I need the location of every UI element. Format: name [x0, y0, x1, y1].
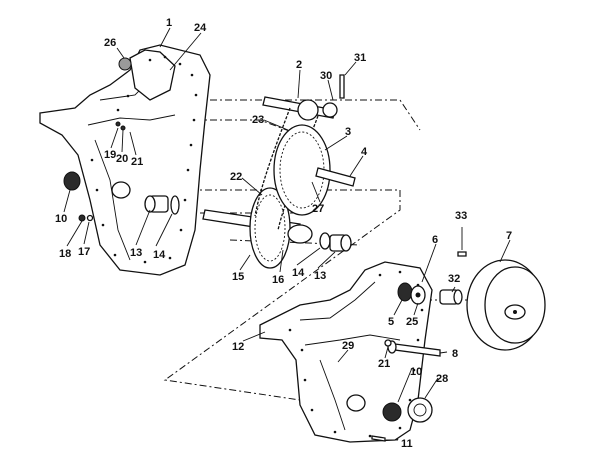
wheel-7: [466, 259, 546, 351]
washer-21-right: [384, 339, 392, 347]
pin-31: [339, 74, 345, 99]
left-housing: [39, 44, 211, 276]
washer-18: [86, 214, 94, 222]
label-27: 27: [312, 203, 324, 215]
label-15: 15: [232, 271, 244, 283]
plug-26: [118, 57, 132, 71]
lower-sprocket-16: [249, 187, 313, 269]
label-1: 1: [166, 17, 172, 29]
label-2: 2: [296, 59, 302, 71]
stub-shaft-4: [315, 167, 356, 187]
label-11: 11: [401, 438, 413, 450]
label-29: 29: [342, 340, 354, 352]
label-22: 22: [230, 171, 242, 183]
label-14b: 14: [292, 267, 305, 279]
label-24: 24: [194, 22, 207, 34]
label-7: 7: [506, 230, 512, 242]
label-16: 16: [272, 274, 284, 286]
label-8: 8: [452, 348, 458, 360]
label-19: 19: [104, 149, 116, 161]
leader-lines: [63, 27, 511, 441]
label-21: 21: [131, 156, 143, 168]
washer-20: [120, 125, 126, 131]
label-23: 23: [252, 114, 264, 126]
cap-28: [407, 397, 433, 423]
housing-bolt-holes: [90, 55, 198, 264]
bushing-cluster-5-25: [397, 282, 426, 305]
label-10: 10: [55, 213, 67, 225]
drive-chain: [254, 107, 319, 231]
screw-19: [115, 121, 121, 127]
part-labels: 1 24 26 2 30 31 23 3 4 22 27 19 20 21 10…: [55, 17, 512, 450]
label-4: 4: [361, 146, 368, 158]
label-28: 28: [436, 373, 448, 385]
label-32: 32: [448, 273, 460, 285]
label-25: 25: [406, 316, 418, 328]
label-20: 20: [116, 153, 128, 165]
label-17: 17: [78, 246, 90, 258]
label-26: 26: [104, 37, 116, 49]
spacer-32: [439, 289, 463, 305]
bearing-13-right: [329, 234, 352, 252]
label-21b: 21: [378, 358, 390, 370]
label-12: 12: [232, 341, 244, 353]
label-13b: 13: [314, 270, 326, 282]
label-31: 31: [354, 52, 366, 64]
label-30: 30: [320, 70, 332, 82]
bearing-13-left: [144, 195, 180, 215]
label-10b: 10: [410, 366, 422, 378]
label-13: 13: [130, 247, 142, 259]
seal-10-left: [63, 171, 81, 191]
label-18: 18: [59, 248, 71, 260]
label-5: 5: [388, 316, 394, 328]
seal-10-right: [382, 402, 402, 422]
label-33: 33: [455, 210, 467, 222]
label-3: 3: [345, 126, 351, 138]
right-housing-bolt-holes: [288, 270, 424, 438]
fitting-17: [78, 214, 86, 222]
washer-14-right: [319, 232, 331, 250]
screw-33: [457, 251, 467, 257]
screw-11: [371, 435, 386, 442]
label-6: 6: [432, 234, 438, 246]
label-14: 14: [153, 249, 166, 261]
